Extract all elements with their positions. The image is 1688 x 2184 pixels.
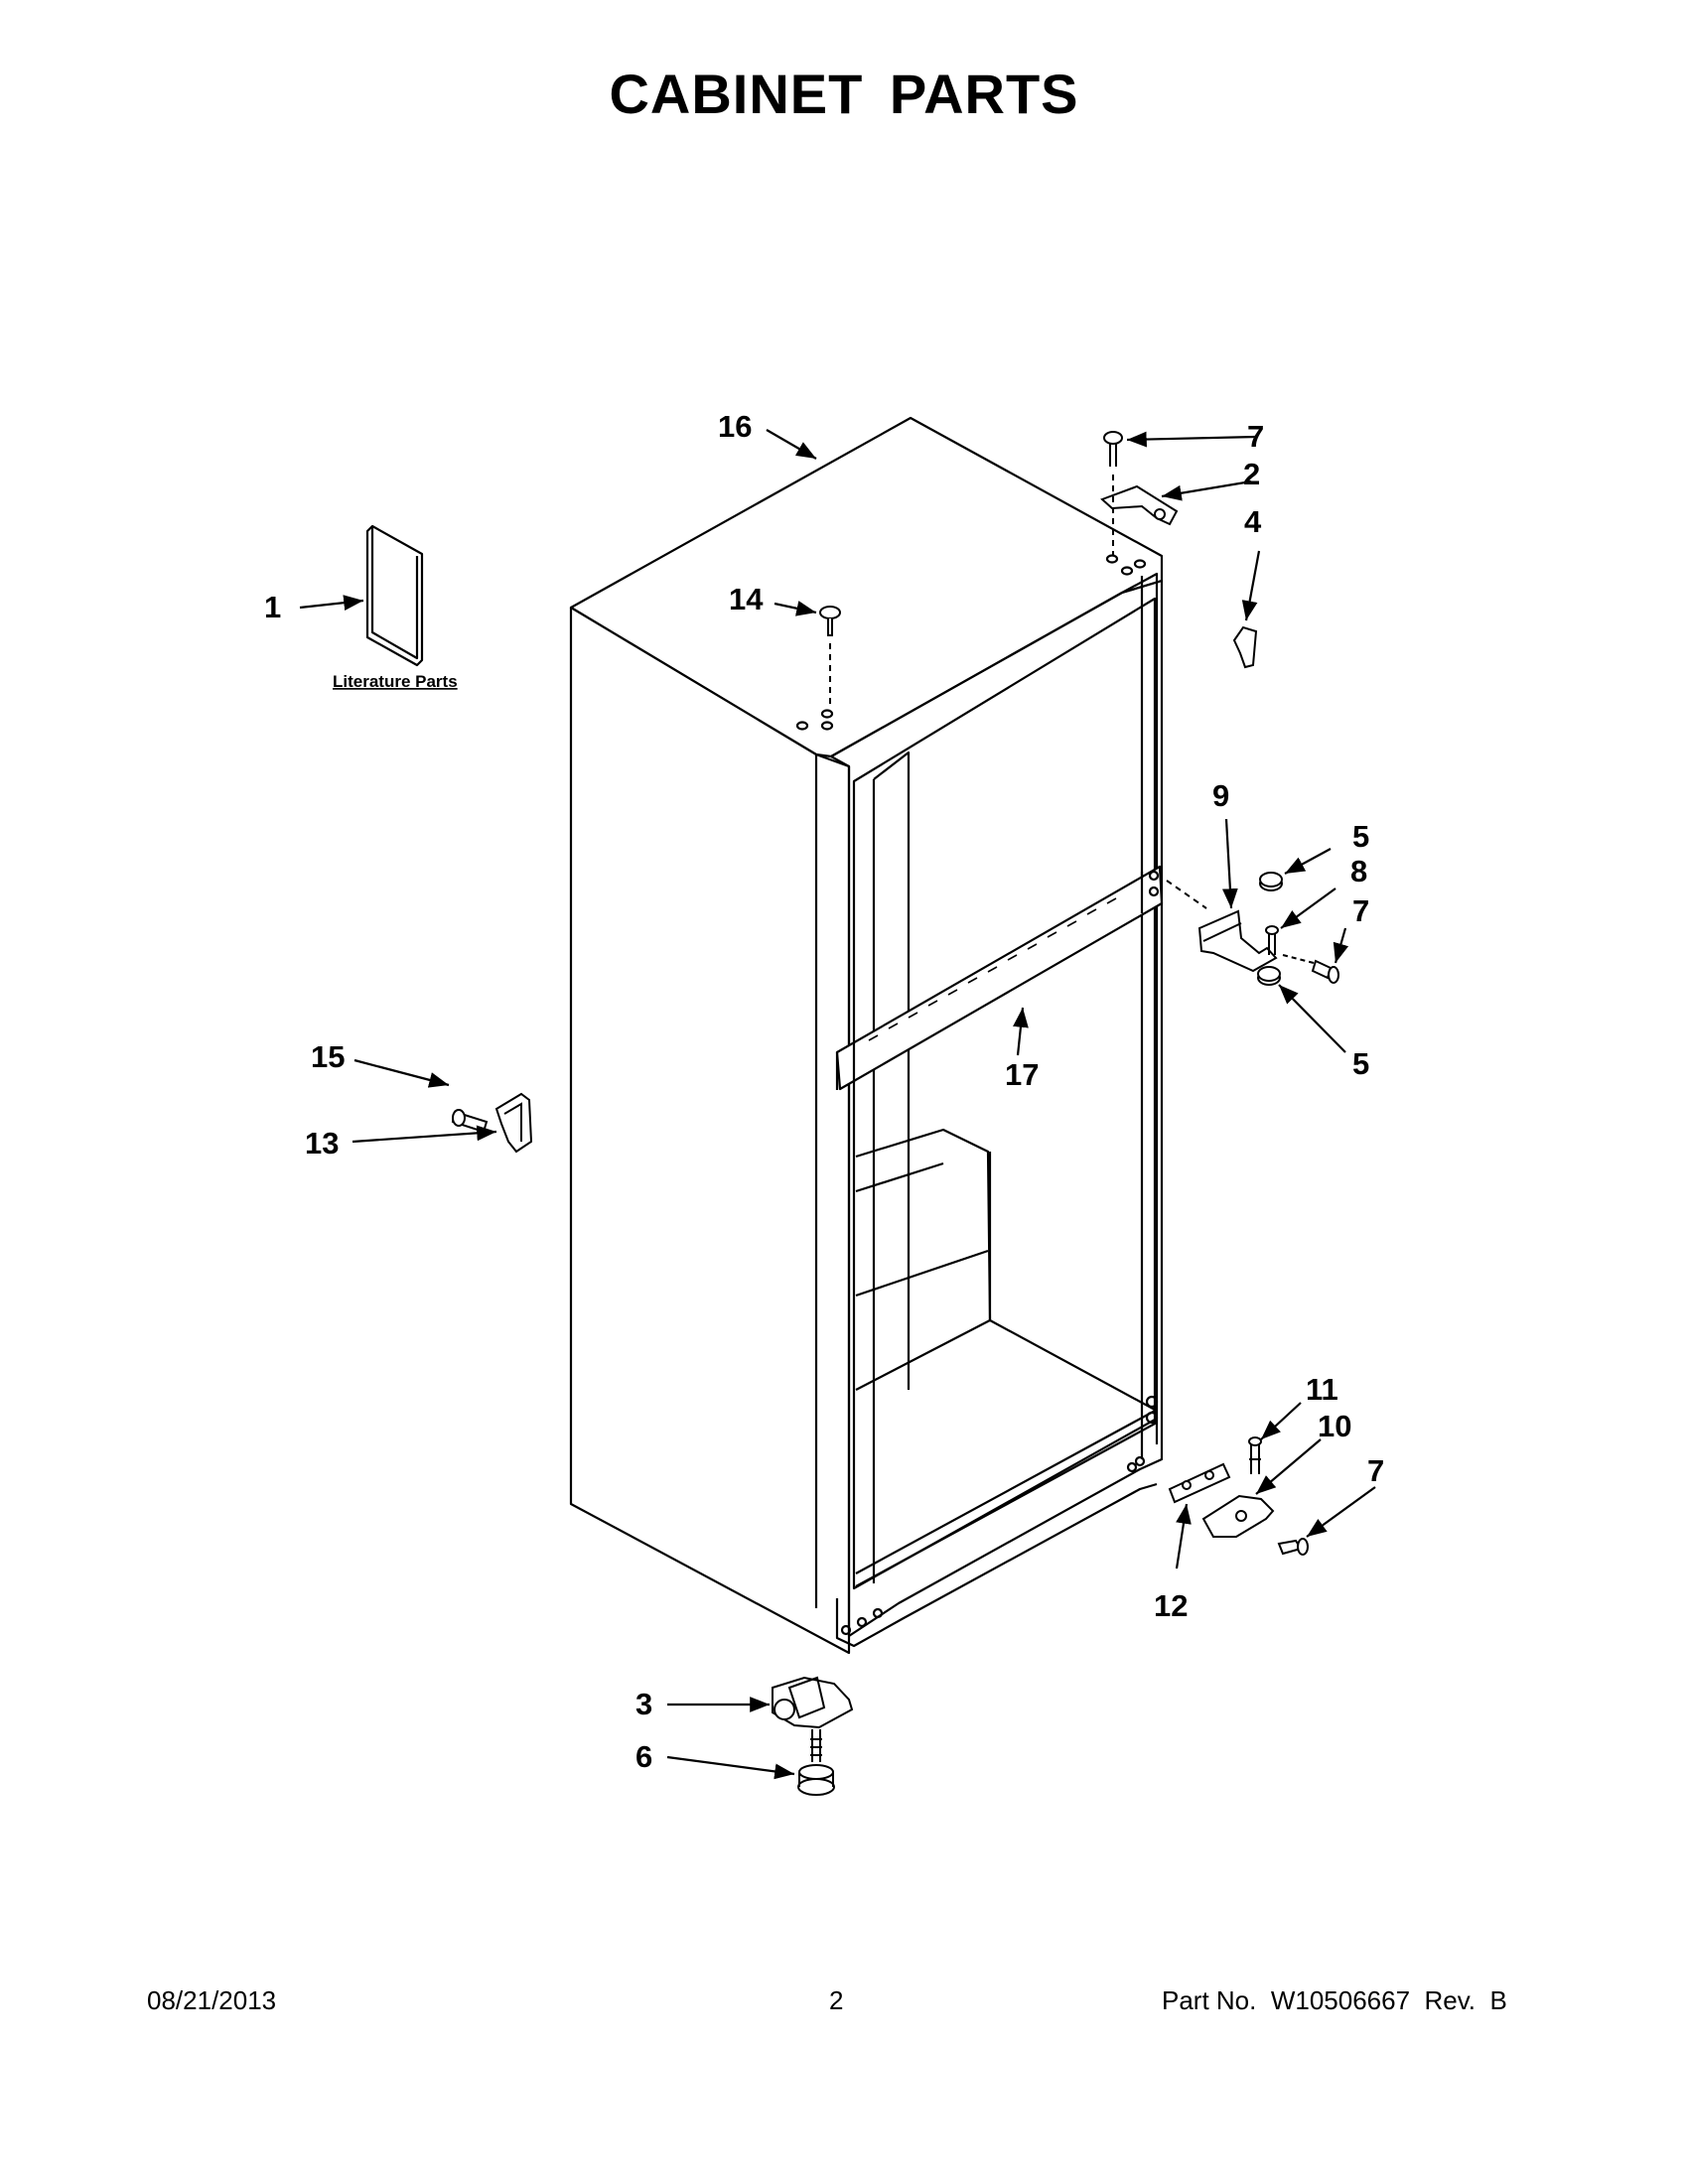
callout-5-bottom: 5 <box>1352 1046 1369 1081</box>
footer-part-number: Part No. W10506667 Rev. B <box>1162 1985 1507 2015</box>
callout-8: 8 <box>1350 854 1367 888</box>
callout-11: 11 <box>1306 1372 1338 1407</box>
callout-7-top: 7 <box>1247 419 1264 454</box>
callout-15: 15 <box>311 1039 345 1074</box>
callout-3: 3 <box>635 1687 652 1721</box>
cabinet-shell <box>569 416 1164 1655</box>
callout-10: 10 <box>1318 1409 1351 1443</box>
callout-16: 16 <box>718 409 752 444</box>
callout-labels: 1 2 3 4 5 5 6 7 7 7 8 9 10 11 12 13 14 1… <box>264 409 1384 1774</box>
door-stop-assembly <box>451 1092 533 1154</box>
callout-1: 1 <box>264 590 281 624</box>
footer-date: 08/21/2013 <box>147 1985 277 2015</box>
footer-page-number: 2 <box>829 1985 844 2015</box>
mullion-slots <box>868 897 1117 1041</box>
callout-9: 9 <box>1212 778 1229 813</box>
literature-parts-label: Literature Parts <box>333 672 458 691</box>
bottom-hinge-assembly <box>1168 1436 1309 1556</box>
plug-button <box>819 606 841 707</box>
callout-14: 14 <box>729 582 764 616</box>
leader-lines <box>299 429 1376 1780</box>
callout-2: 2 <box>1243 457 1260 491</box>
literature-booklet <box>365 524 424 667</box>
callout-17: 17 <box>1005 1057 1039 1092</box>
callout-7-middle: 7 <box>1352 893 1369 928</box>
roller-assembly <box>772 1676 854 1796</box>
callout-12: 12 <box>1154 1588 1188 1623</box>
callout-7-bottom: 7 <box>1367 1453 1384 1488</box>
hinge-cover <box>1232 625 1258 669</box>
page-title: CABINET PARTS <box>609 63 1079 125</box>
callout-4: 4 <box>1244 504 1262 539</box>
callout-6: 6 <box>635 1739 652 1774</box>
center-hinge-assembly <box>1166 872 1339 986</box>
callout-5-top: 5 <box>1352 819 1369 854</box>
callout-13: 13 <box>305 1126 339 1160</box>
top-hinge <box>1100 431 1179 556</box>
